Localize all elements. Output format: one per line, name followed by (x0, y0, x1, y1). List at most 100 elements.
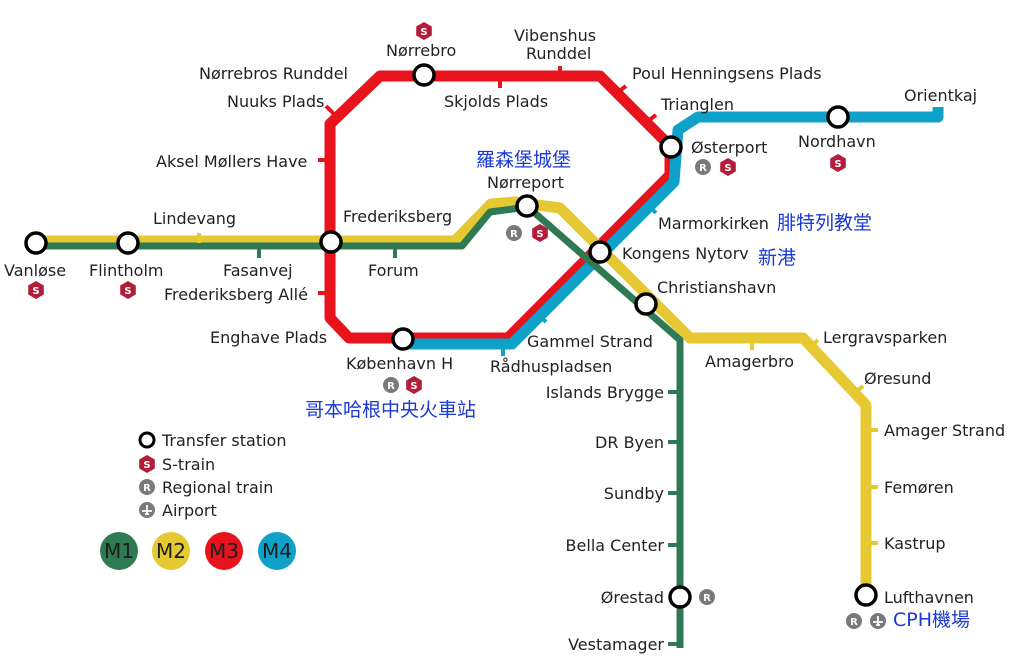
airport-icon (870, 613, 886, 629)
label-amagerbro: Amagerbro (705, 352, 794, 371)
note-central-station: 哥本哈根中央火車站 (305, 399, 476, 421)
s-train-icon: S (28, 281, 44, 299)
label-enghave-plads: Enghave Plads (210, 328, 327, 347)
station-circle-flintholm[interactable] (116, 231, 140, 255)
line-m2 (36, 196, 872, 597)
legend: Transfer station S-train Regional train … (100, 431, 296, 570)
label-osterport: Østerport (691, 138, 767, 157)
station-circle-osterport[interactable] (659, 135, 683, 159)
label-bella-center: Bella Center (566, 536, 665, 555)
svg-text:S: S (143, 460, 150, 471)
svg-text:R: R (143, 483, 151, 494)
label-kobenhavn-h: København H (346, 354, 453, 373)
label-flintholm: Flintholm (89, 261, 163, 280)
label-vibenshus-line2: Runddel (526, 44, 591, 63)
s-train-icon: S (416, 22, 432, 40)
note-frederik-church: 腓特列教堂 (777, 212, 872, 234)
tick-enghave-plads (331, 319, 343, 331)
s-train-icon: S (720, 158, 736, 176)
regional-train-icon: R (139, 479, 155, 495)
svg-text:S: S (536, 229, 543, 240)
tick-oresund (853, 384, 865, 395)
legend-transfer-label: Transfer station (161, 431, 286, 450)
legend-transfer-icon (138, 431, 156, 449)
svg-text:M3: M3 (209, 539, 239, 563)
tick-poul-henningsens (616, 84, 628, 94)
s-train-icon: S (830, 154, 846, 172)
station-circle-nordhavn[interactable] (826, 105, 850, 129)
label-nuuks-plads: Nuuks Plads (227, 92, 324, 111)
line-m4 (403, 107, 944, 350)
label-lergravsparken: Lergravsparken (823, 328, 947, 347)
svg-text:R: R (387, 381, 395, 392)
svg-text:S: S (410, 381, 417, 392)
label-vestamager: Vestamager (568, 635, 664, 654)
station-circle-norrebro[interactable] (412, 63, 436, 87)
label-christianshavn: Christianshavn (657, 278, 776, 297)
label-norreport: Nørreport (487, 173, 564, 192)
legend-line-m1: M1 (100, 532, 138, 570)
regional-train-icon: R (383, 377, 399, 393)
label-amager-strand: Amager Strand (884, 421, 1005, 440)
svg-text:M2: M2 (156, 539, 186, 563)
station-labels: Vanløse Flintholm Lindevang Fasanvej Fre… (4, 26, 1005, 654)
station-circle-kongens-nytorv[interactable] (588, 240, 612, 264)
legend-line-m3: M3 (205, 532, 243, 570)
regional-train-icon: R (846, 613, 862, 629)
label-radhuspladsen: Rådhuspladsen (490, 357, 612, 376)
label-kastrup: Kastrup (884, 534, 946, 553)
station-circle-vanlose[interactable] (24, 231, 48, 255)
note-rosenborg: 羅森堡城堡 (476, 149, 571, 171)
label-fasanvej: Fasanvej (223, 261, 293, 280)
svg-text:S: S (724, 163, 731, 174)
label-vibenshus-line1: Vibenshus (514, 26, 596, 45)
airport-icon (139, 502, 155, 518)
note-nyhavn: 新港 (758, 247, 796, 269)
regional-train-icon: R (506, 225, 522, 241)
label-lindevang: Lindevang (153, 209, 236, 228)
legend-line-m2: M2 (152, 532, 190, 570)
label-norrebros-runddel: Nørrebros Runddel (199, 64, 348, 83)
svg-text:M1: M1 (104, 539, 134, 563)
label-femoren: Femøren (884, 478, 954, 497)
station-ticks (197, 66, 878, 646)
svg-text:S: S (834, 159, 841, 170)
station-circle-frederiksberg[interactable] (319, 230, 343, 254)
tick-trianglen (646, 113, 658, 123)
tourist-notes: 羅森堡城堡 腓特列教堂 新港 哥本哈根中央火車站 CPH機場 (305, 149, 970, 631)
legend-regional-label: Regional train (162, 478, 273, 497)
label-lufthavnen: Lufthavnen (884, 588, 974, 607)
label-trianglen: Trianglen (660, 95, 734, 114)
tick-lergravsparken (808, 338, 820, 349)
label-nordhavn: Nordhavn (798, 132, 876, 151)
legend-airport-label: Airport (162, 501, 217, 520)
transfer-stations (24, 63, 878, 609)
station-circle-christianshavn[interactable] (634, 292, 658, 316)
label-vanlose: Vanløse (4, 261, 66, 280)
s-train-icon: S (139, 455, 155, 473)
svg-text:R: R (699, 163, 707, 174)
label-aksel-mollers-have: Aksel Møllers Have (156, 152, 307, 171)
station-circle-orestad[interactable] (668, 585, 692, 609)
station-circle-norreport[interactable] (515, 194, 539, 218)
label-dr-byen: DR Byen (595, 433, 664, 452)
label-oresund: Øresund (864, 369, 931, 388)
label-poul-henningsens-plads: Poul Henningsens Plads (632, 64, 822, 83)
svg-text:M4: M4 (262, 539, 292, 563)
s-train-badges: S S S S S S S S (28, 22, 846, 473)
label-gammel-strand: Gammel Strand (527, 332, 653, 351)
tick-marmorkirken (646, 203, 658, 215)
label-frederiksberg: Frederiksberg (343, 207, 452, 226)
station-circle-kobenhavn-h[interactable] (391, 327, 415, 351)
regional-train-badges: R R R R R R (139, 159, 862, 629)
legend-s-train-label: S-train (162, 455, 215, 474)
label-kongens-nytorv: Kongens Nytorv (622, 244, 749, 263)
label-sundby: Sundby (604, 484, 664, 503)
svg-text:R: R (850, 617, 858, 628)
note-airport: CPH機場 (893, 609, 970, 631)
station-circle-lufthavnen[interactable] (854, 583, 878, 607)
label-islands-brygge: Islands Brygge (546, 383, 664, 402)
label-marmorkirken: Marmorkirken (658, 214, 769, 233)
